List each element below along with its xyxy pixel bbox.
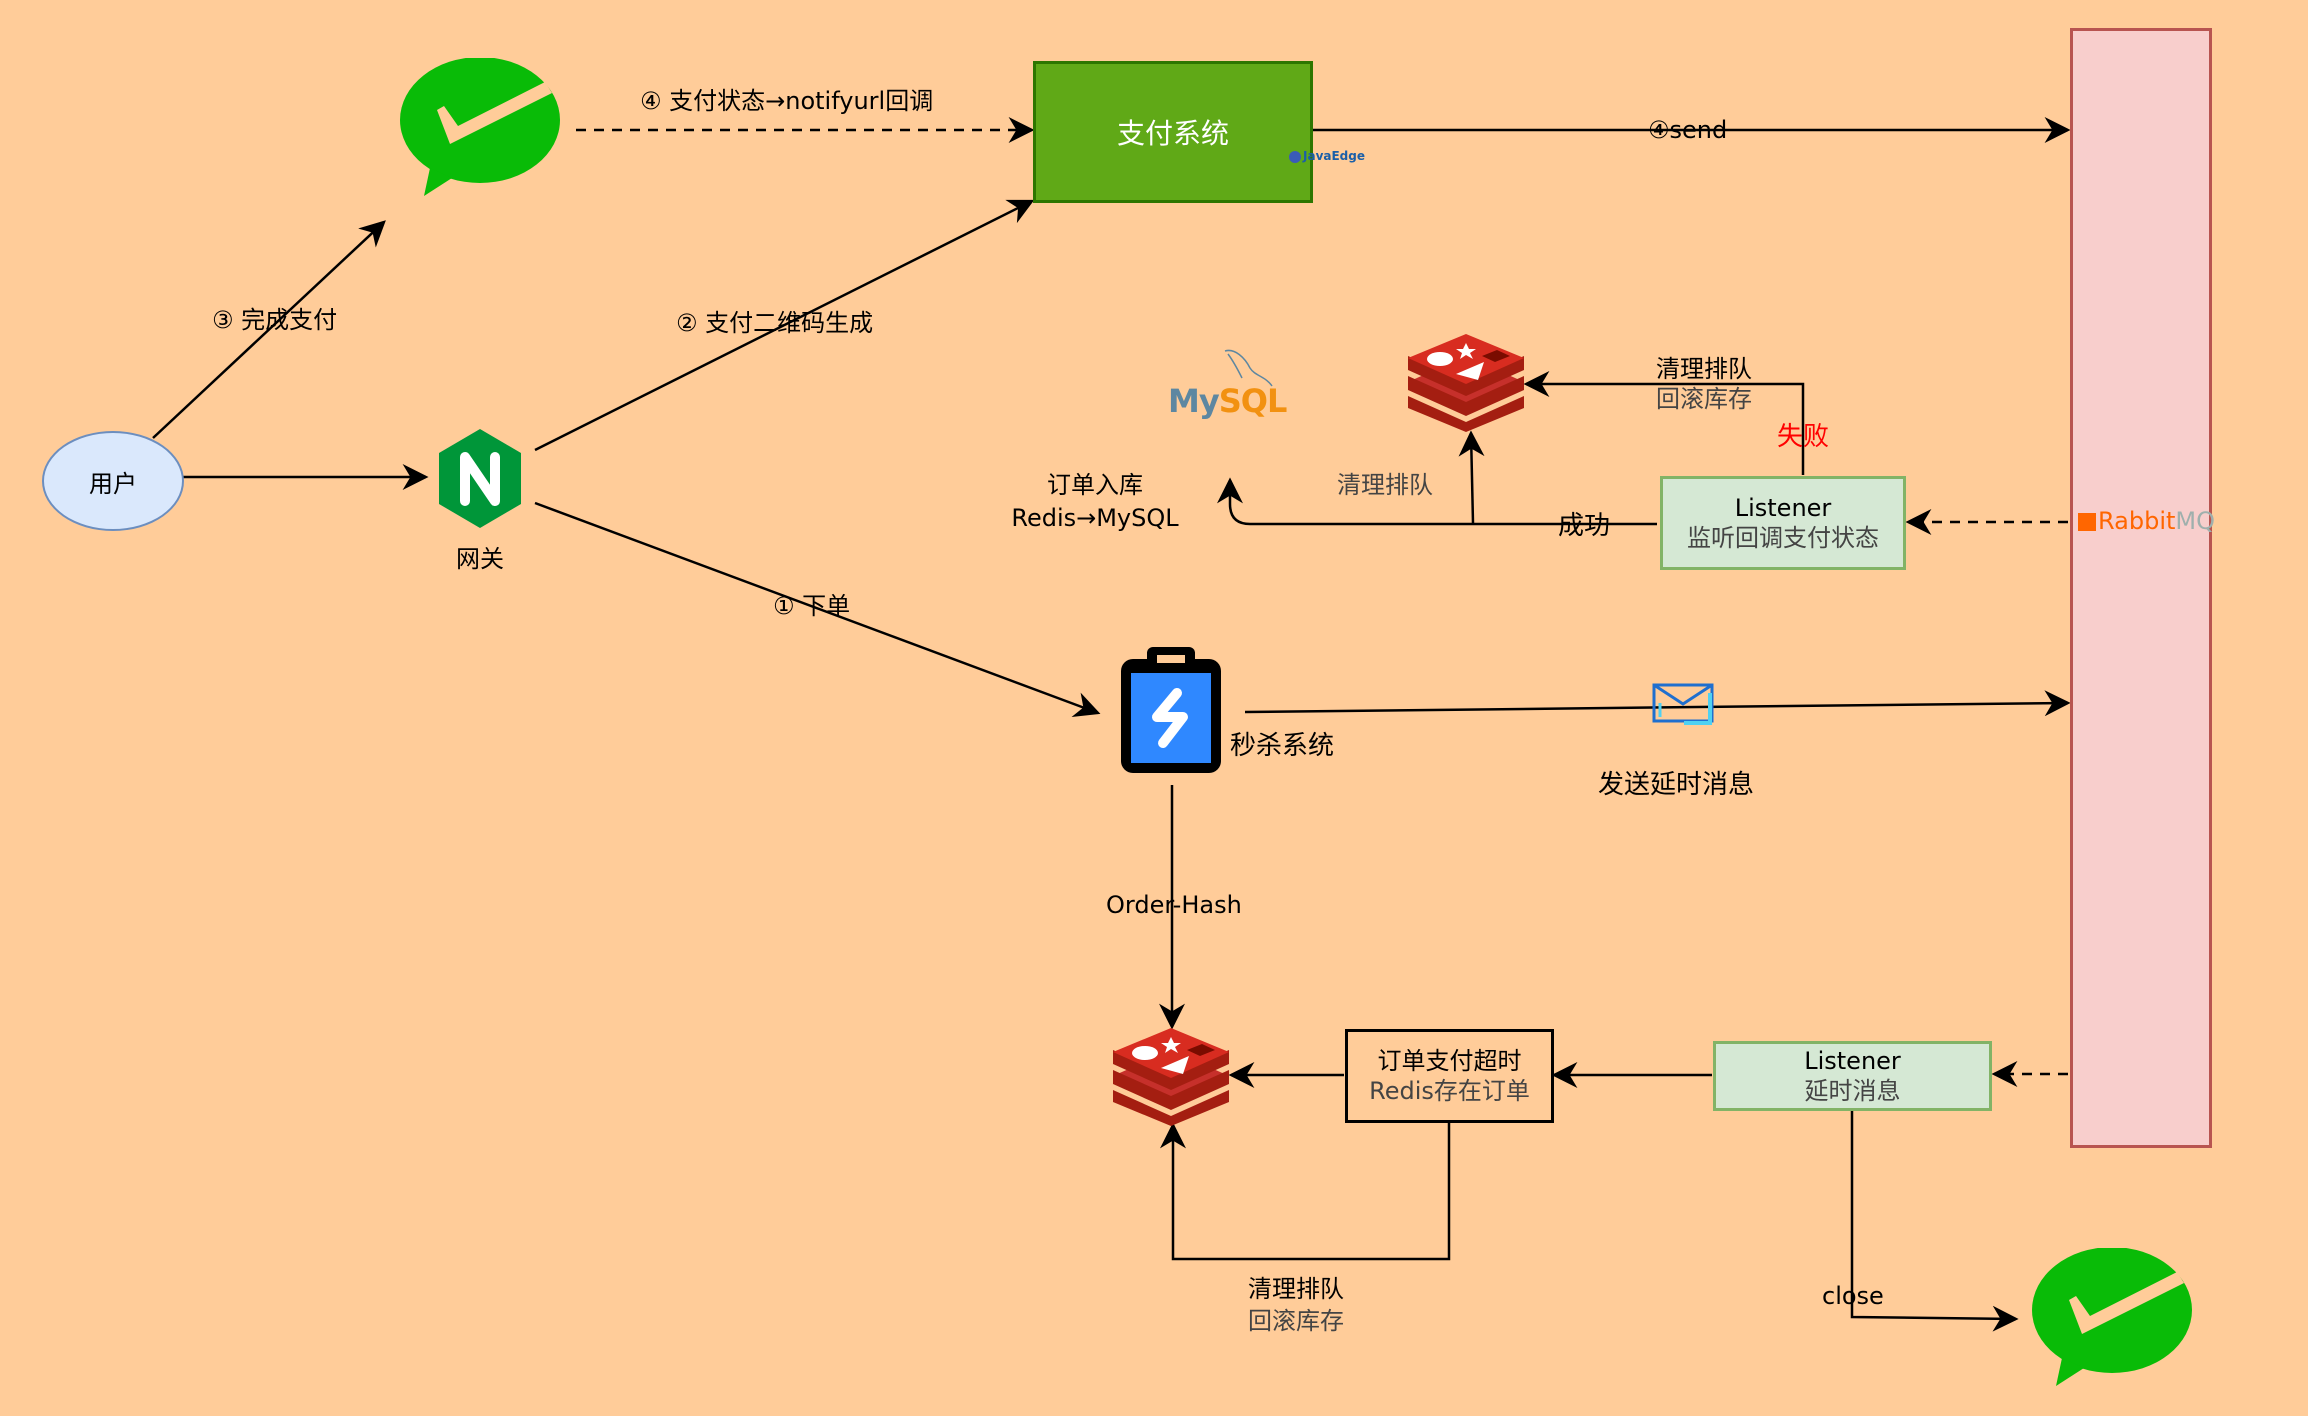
label-failure: 失败 <box>1777 422 1830 452</box>
listener-callback-subtitle: 监听回调支付状态 <box>1687 524 1879 552</box>
label-timeout-rollback: 回滚库存 <box>1248 1307 1344 1335</box>
label-close: close <box>1822 1282 1884 1310</box>
edge-timeout-rollback-redis <box>1160 1121 1451 1261</box>
edge-listener-close-wechat <box>1850 1111 2019 1332</box>
listener-callback-node[interactable]: Listener 监听回调支付状态 <box>1660 476 1906 570</box>
label-order-hash: Order-Hash <box>1106 891 1242 919</box>
edge-listener-success-mysql <box>1217 477 1657 526</box>
pay-system-label: 支付系统 <box>1116 117 1229 150</box>
listener-delay-title: Listener <box>1804 1047 1901 1075</box>
edge-success-redis <box>1458 430 1485 524</box>
seckill-clipboard-icon[interactable] <box>1117 645 1225 777</box>
label-send-delay: 发送延时消息 <box>1598 770 1755 800</box>
redis-icon[interactable] <box>1408 334 1524 432</box>
edge-listener-fail-redis <box>1523 371 1805 475</box>
mail-icon <box>1652 683 1714 725</box>
label-send: ④send <box>1648 116 1728 144</box>
nginx-icon[interactable] <box>439 429 521 528</box>
label-order-persist: 订单入库 <box>1047 471 1143 499</box>
wechat-pay-icon[interactable] <box>400 58 560 198</box>
label-order-persist-sub: Redis→MySQL <box>1011 504 1179 532</box>
rabbitmq-icon <box>2078 513 2096 531</box>
dolphin-icon <box>1224 349 1273 387</box>
redis-icon-bottom[interactable] <box>1113 1028 1229 1126</box>
label-notify-callback: ④ 支付状态→notifyurl回调 <box>640 87 934 115</box>
timeout-node[interactable]: 订单支付超时 Redis存在订单 <box>1345 1029 1554 1123</box>
edge-gateway-seckill <box>534 501 1101 718</box>
gateway-label: 网关 <box>456 545 504 573</box>
label-timeout-clean: 清理排队 <box>1248 1275 1344 1303</box>
label-fail-rollback: 回滚库存 <box>1656 385 1752 413</box>
edge-gateway-pay <box>534 199 1035 452</box>
label-fail-clean: 清理排队 <box>1656 355 1752 383</box>
javaedge-watermark: JavaEdge <box>1289 149 1365 163</box>
timeout-title: 订单支付超时 <box>1377 1047 1522 1075</box>
user-node[interactable]: 用户 <box>42 431 184 531</box>
edge-user-wechat <box>152 220 386 439</box>
label-complete-payment: ③ 完成支付 <box>212 306 338 334</box>
timeout-subtitle: Redis存在订单 <box>1369 1077 1530 1105</box>
listener-delay-subtitle: 延时消息 <box>1804 1077 1901 1105</box>
javaedge-logo-icon <box>1289 150 1301 163</box>
label-success-clean: 清理排队 <box>1337 471 1433 499</box>
edge-seckill-mq <box>1244 690 2071 717</box>
pay-system-node[interactable]: 支付系统 <box>1033 61 1313 203</box>
wechat-pay-icon-bottom[interactable] <box>2032 1248 2192 1388</box>
user-label: 用户 <box>89 469 137 498</box>
mysql-logo[interactable]: MySQL <box>1165 348 1287 423</box>
listener-delay-node[interactable]: Listener 延时消息 <box>1713 1041 1992 1111</box>
rabbitmq-queue[interactable] <box>2070 28 2212 1148</box>
seckill-label: 秒杀系统 <box>1230 731 1335 761</box>
label-qr-generate: ② 支付二维码生成 <box>676 309 874 337</box>
listener-callback-title: Listener <box>1734 494 1832 522</box>
label-place-order: ① 下单 <box>773 592 851 620</box>
rabbitmq-logo: RabbitMQ <box>2078 506 2215 536</box>
label-success: 成功 <box>1558 511 1611 541</box>
